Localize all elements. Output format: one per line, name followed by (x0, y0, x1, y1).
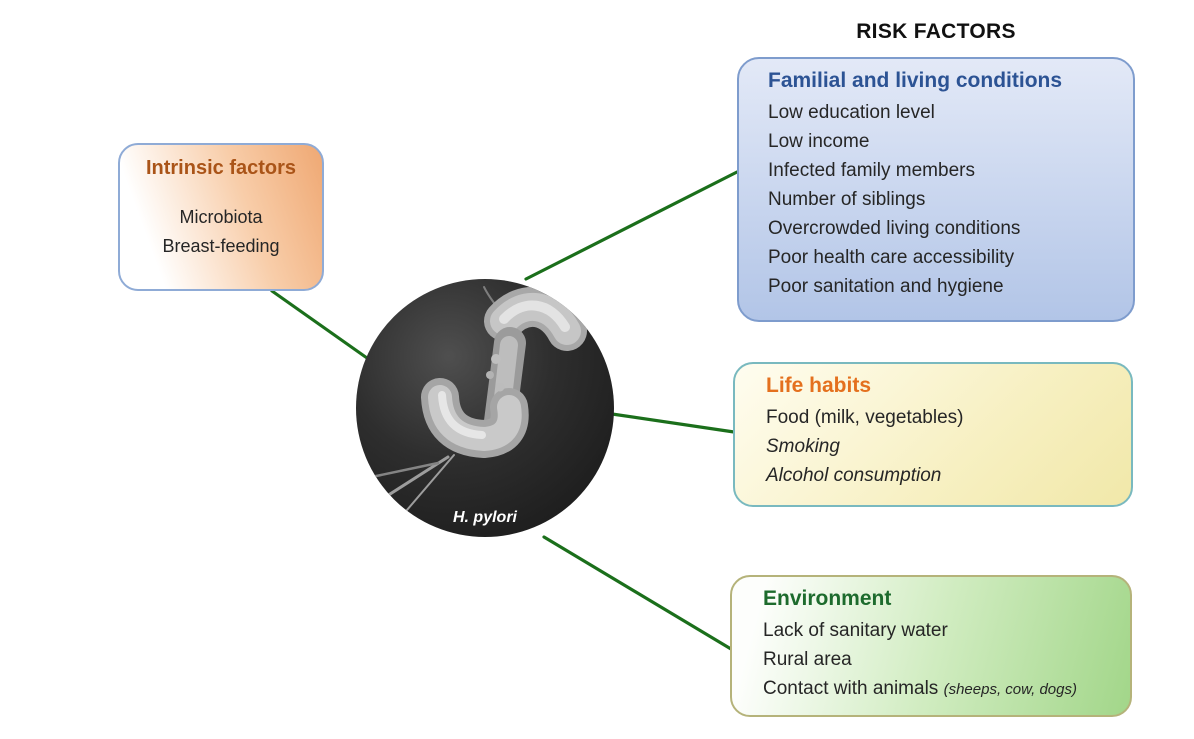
environment-list: Lack of sanitary water Rural area Contac… (763, 616, 1120, 704)
intrinsic-factors-list: Microbiota Breast-feeding (120, 203, 322, 261)
list-item: Breast-feeding (162, 236, 280, 256)
list-item: Overcrowded living conditions (768, 218, 1021, 239)
list-item: Contact with animals (sheeps, cow, dogs) (763, 674, 1120, 704)
animals-note: (sheeps, cow, dogs) (943, 681, 1077, 698)
h-pylori-image (356, 279, 614, 537)
h-pylori-micrograph: H. pylori (356, 279, 614, 537)
list-item: Number of siblings (768, 189, 926, 210)
list-item: Poor health care accessibility (768, 247, 1015, 268)
environment-box: Environment Lack of sanitary water Rural… (730, 575, 1132, 717)
connector-familial (524, 170, 739, 281)
page-title: RISK FACTORS (856, 20, 1016, 43)
life-habits-list: Food (milk, vegetables) Smoking Alcohol … (766, 403, 1121, 490)
list-item-text: Contact with animals (763, 678, 939, 699)
intrinsic-factors-heading: Intrinsic factors (145, 157, 297, 179)
list-item: Infected family members (768, 160, 975, 181)
connector-life (610, 412, 736, 434)
connector-intrinsic (270, 289, 369, 360)
life-habits-box: Life habits Food (milk, vegetables) Smok… (733, 362, 1133, 507)
list-item: Rural area (763, 649, 852, 670)
list-item: Low income (768, 131, 870, 152)
list-item: Low education level (768, 102, 935, 123)
familial-conditions-heading: Familial and living conditions (768, 69, 1063, 92)
familial-conditions-box: Familial and living conditions Low educa… (737, 57, 1135, 322)
list-item: Lack of sanitary water (763, 620, 948, 641)
list-item: Microbiota (179, 207, 263, 227)
list-item: Smoking (766, 436, 840, 457)
list-item: Poor sanitation and hygiene (768, 276, 1004, 297)
connector-environment (542, 535, 733, 651)
list-item: Alcohol consumption (766, 465, 942, 486)
list-item: Food (milk, vegetables) (766, 407, 964, 428)
familial-conditions-list: Low education level Low income Infected … (768, 98, 1123, 301)
h-pylori-label: H. pylori (452, 509, 517, 526)
intrinsic-factors-box: Intrinsic factors Microbiota Breast-feed… (118, 143, 324, 291)
environment-heading: Environment (763, 587, 892, 610)
life-habits-heading: Life habits (766, 374, 872, 397)
